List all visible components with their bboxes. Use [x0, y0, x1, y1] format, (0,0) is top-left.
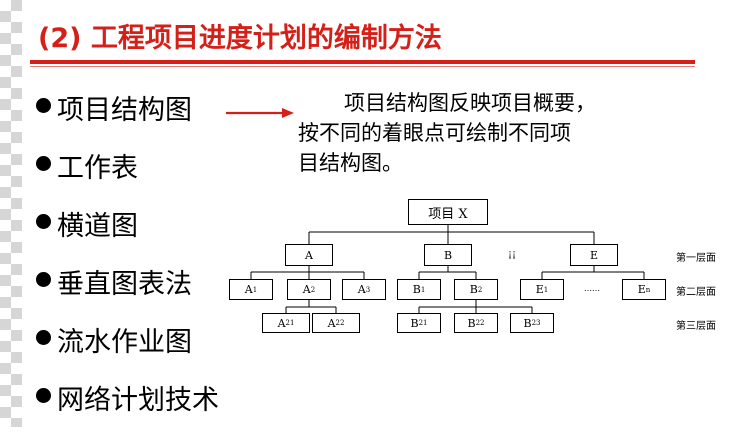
node-label: B: [469, 283, 478, 296]
node-label: A: [302, 283, 311, 296]
node-subscript: 2: [310, 285, 316, 294]
bullet-dot-icon: [36, 272, 51, 287]
tree-node-e: E: [570, 244, 618, 266]
page-title: (2) 工程项目进度计划的编制方法: [38, 23, 442, 54]
node-label: A: [327, 316, 336, 330]
title-underline-thin: [30, 66, 695, 67]
node-label: B: [410, 316, 419, 330]
list-item: 横道图: [36, 204, 219, 262]
node-subscript: 22: [475, 319, 485, 327]
node-subscript: 23: [531, 319, 541, 327]
checker-strip: [0, 0, 22, 427]
node-label: A: [305, 248, 313, 262]
list-item-label: 网络计划技术: [57, 385, 219, 416]
description-line: 按不同的着眼点可绘制不同项: [298, 121, 571, 145]
method-list: 项目结构图 工作表 横道图 垂直图表法 流水作业图 网络计划技术: [36, 88, 219, 436]
bullet-dot-icon: [36, 330, 51, 345]
node-subscript: 1: [420, 285, 426, 294]
list-item: 网络计划技术: [36, 378, 219, 436]
node-label: B: [412, 283, 421, 296]
node-label: B: [443, 248, 453, 262]
bullet-dot-icon: [36, 214, 51, 229]
list-item: 垂直图表法: [36, 262, 219, 320]
tree-node-b: B: [424, 244, 472, 266]
list-item-label: 工作表: [57, 153, 138, 184]
node-label: B: [523, 316, 532, 330]
node-label: A: [277, 316, 286, 330]
node-label: B: [467, 316, 476, 330]
list-item: 流水作业图: [36, 320, 219, 378]
tree-node-root: 项目 X: [408, 199, 488, 225]
level-label: 第三层面: [676, 321, 716, 332]
node-label: A: [244, 283, 253, 296]
node-subscript: 2: [477, 285, 483, 294]
node-subscript: n: [645, 285, 651, 294]
node-subscript: 3: [365, 285, 371, 294]
list-item-label: 项目结构图: [57, 95, 192, 126]
description-line: 项目结构图反映项目概要，: [344, 91, 596, 115]
bullet-dot-icon: [36, 156, 51, 171]
bullet-dot-icon: [36, 98, 51, 113]
node-subscript: 1: [252, 285, 258, 294]
node-label: E: [589, 248, 599, 262]
tree-gap-mark: ¡¡: [508, 249, 517, 260]
node-subscript: 21: [418, 319, 428, 327]
level-label: 第二层面: [676, 287, 716, 298]
list-item-label: 垂直图表法: [57, 269, 192, 300]
tree-ellipsis: ……: [584, 284, 600, 293]
level-label: 第一层面: [676, 253, 716, 264]
node-label: A: [357, 283, 366, 296]
arrow-right-icon: [226, 108, 294, 118]
structure-description: 项目结构图反映项目概要， 按不同的着眼点可绘制不同项 目结构图。: [298, 88, 678, 178]
description-line: 目结构图。: [298, 151, 403, 175]
node-subscript: 1: [543, 285, 549, 294]
node-subscript: 21: [285, 319, 295, 327]
list-item-label: 流水作业图: [57, 327, 192, 358]
node-label: E: [535, 283, 544, 296]
node-subscript: 22: [335, 319, 345, 327]
tree-node-a: A: [285, 244, 333, 266]
node-label: E: [637, 283, 646, 296]
list-item: 项目结构图: [36, 88, 219, 146]
bullet-dot-icon: [36, 388, 51, 403]
list-item: 工作表: [36, 146, 219, 204]
title-underline: [30, 60, 695, 64]
list-item-label: 横道图: [57, 211, 138, 242]
